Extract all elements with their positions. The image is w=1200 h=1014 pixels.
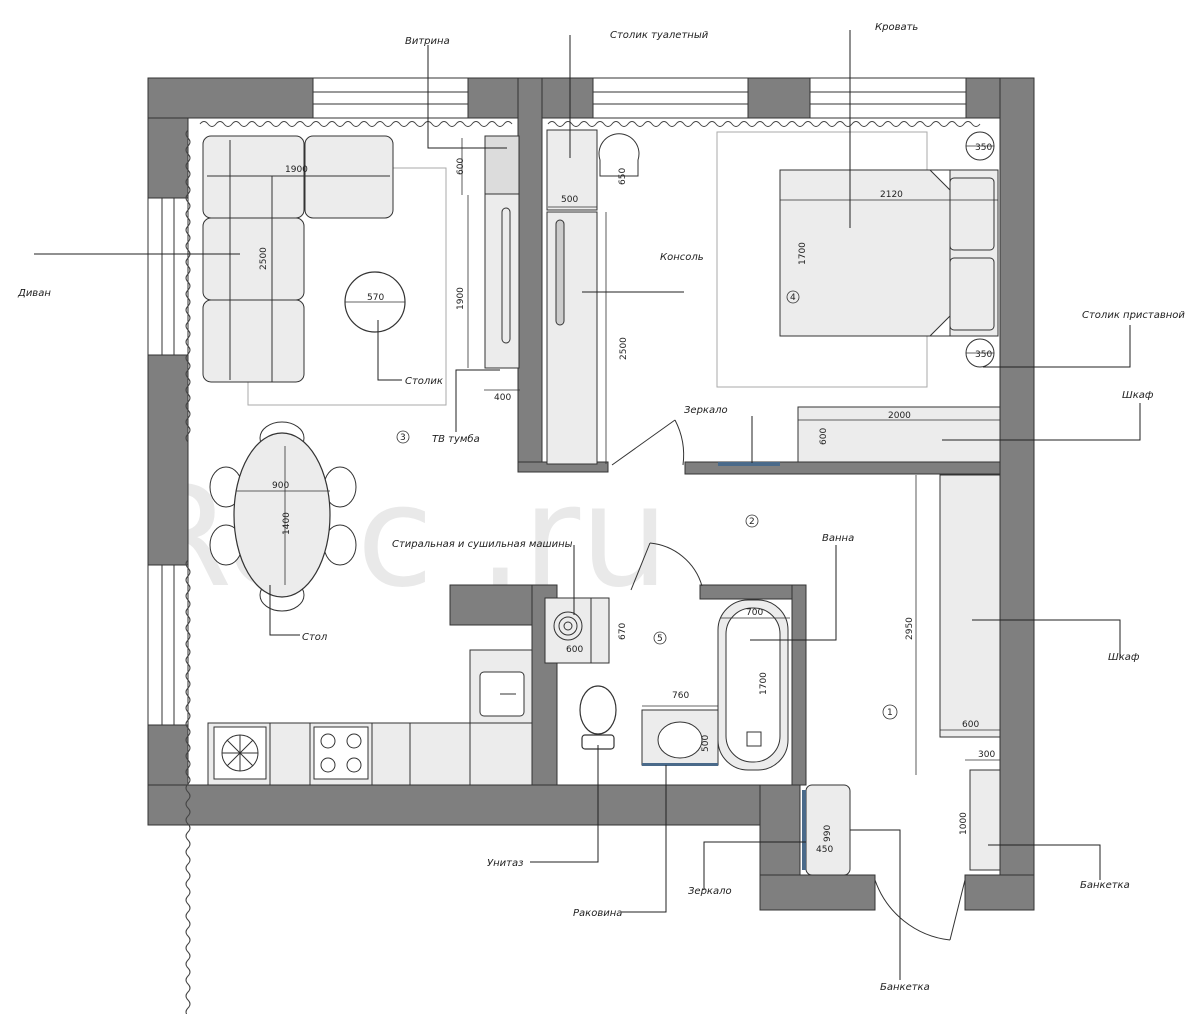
bed-length-dim: 1700 xyxy=(798,242,808,265)
sink-depth-dim: 500 xyxy=(701,735,711,752)
bath-length-dim: 1700 xyxy=(759,672,769,695)
label-side-table: Столик приставной xyxy=(1082,310,1185,321)
label-bedroom-wardrobe: Шкаф xyxy=(1122,390,1154,401)
label-coffee-table: Столик xyxy=(405,376,443,387)
side-table-bottom-dim: 350 xyxy=(975,350,992,360)
console-mirror xyxy=(555,219,565,326)
label-console: Консоль xyxy=(660,252,704,263)
hall-wardrobe-depth-dim: 600 xyxy=(962,720,979,730)
washer-depth-dim: 670 xyxy=(618,623,628,640)
sink-width-dim: 760 xyxy=(672,691,689,701)
windows xyxy=(147,77,967,726)
tv-unit-depth-dim: 400 xyxy=(494,393,511,403)
sofa xyxy=(202,135,394,383)
tv-unit xyxy=(484,135,520,369)
dressing-stool xyxy=(598,133,640,177)
label-tv-unit: ТВ тумба xyxy=(432,433,480,445)
dining-table xyxy=(233,432,331,598)
label-toilet: Унитаз xyxy=(487,858,523,869)
hall-bench-depth-dim: 300 xyxy=(978,750,995,760)
curtains xyxy=(185,121,981,1014)
dining-width-dim: 900 xyxy=(272,481,289,491)
room-5-marker xyxy=(653,631,667,645)
dining-length-dim: 1400 xyxy=(282,512,292,535)
bathtub-drain xyxy=(746,731,762,747)
hall-bench xyxy=(969,769,1001,871)
fridge-vent xyxy=(213,726,267,780)
entry-bench-depth-dim: 450 xyxy=(816,845,833,855)
bathroom-door[interactable] xyxy=(630,542,703,591)
bed xyxy=(779,169,999,337)
bathroom-mirror xyxy=(642,763,718,766)
bedroom-wardrobe-depth-dim: 600 xyxy=(819,428,829,445)
label-dining-table: Стол xyxy=(302,632,328,643)
bedroom-door[interactable] xyxy=(611,419,685,466)
vitrina-depth-dim: 600 xyxy=(456,158,466,175)
label-washer-dryer: Стиральная и сушильная машины xyxy=(392,539,573,550)
room-1-marker xyxy=(882,704,898,720)
hall-wardrobe xyxy=(939,474,1001,738)
label-entry-bench: Банкетка xyxy=(880,982,930,993)
console xyxy=(546,211,598,465)
dressing-table xyxy=(546,129,598,211)
entry-mirror xyxy=(802,790,806,870)
dressing-depth-dim: 650 xyxy=(618,168,628,185)
entry-door[interactable] xyxy=(874,879,966,941)
label-hall-bench: Банкетка xyxy=(1080,880,1130,891)
cooktop xyxy=(313,726,369,780)
room-1-number: 1 xyxy=(887,708,893,718)
label-vitrina: Витрина xyxy=(405,36,450,47)
room-5-number: 5 xyxy=(657,634,663,644)
washer-drum xyxy=(553,611,583,641)
bedroom-wardrobe-length-dim: 2000 xyxy=(888,411,911,421)
dressing-table-dim: 500 xyxy=(561,195,578,205)
label-bed: Кровать xyxy=(875,22,918,33)
dryer xyxy=(590,597,610,664)
entry-bench-length-dim: 990 xyxy=(823,825,833,842)
hall-bench-length-dim: 1000 xyxy=(959,812,969,835)
room-2-number: 2 xyxy=(749,517,755,527)
bathroom-sink-basin xyxy=(657,721,703,759)
hall-mirror xyxy=(718,462,780,466)
room-3-number: 3 xyxy=(400,433,406,443)
label-dressing-table: Столик туалетный xyxy=(610,30,709,41)
bedroom-wardrobe xyxy=(797,406,1001,463)
walls xyxy=(147,77,1035,911)
room-4-marker xyxy=(786,290,800,304)
room-2-marker xyxy=(745,514,759,528)
label-hall-wardrobe: Шкаф xyxy=(1108,652,1140,663)
leader-lines xyxy=(34,30,1141,980)
label-hall-mirror: Зеркало xyxy=(684,405,728,416)
room-4-number: 4 xyxy=(790,293,796,303)
label-sofa: Диван xyxy=(17,288,51,299)
sofa-length-dim: 2500 xyxy=(259,247,269,270)
room-3-marker xyxy=(396,430,410,444)
washer-width-dim: 600 xyxy=(566,645,583,655)
console-length-dim: 2500 xyxy=(619,337,629,360)
bath-width-dim: 700 xyxy=(746,608,763,618)
label-bathroom-sink: Раковина xyxy=(573,908,622,919)
coffee-table-dim: 570 xyxy=(367,293,384,303)
sofa-width-dim: 1900 xyxy=(285,165,308,175)
side-table-top-dim: 350 xyxy=(975,143,992,153)
toilet xyxy=(579,685,617,750)
hall-wardrobe-length-dim: 2950 xyxy=(905,617,915,640)
bathtub-inner xyxy=(725,607,781,763)
bed-width-dim: 2120 xyxy=(880,190,903,200)
label-entry-mirror: Зеркало xyxy=(688,886,732,897)
label-bathtub: Ванна xyxy=(822,533,854,544)
tv-unit-length-dim: 1900 xyxy=(456,287,466,310)
